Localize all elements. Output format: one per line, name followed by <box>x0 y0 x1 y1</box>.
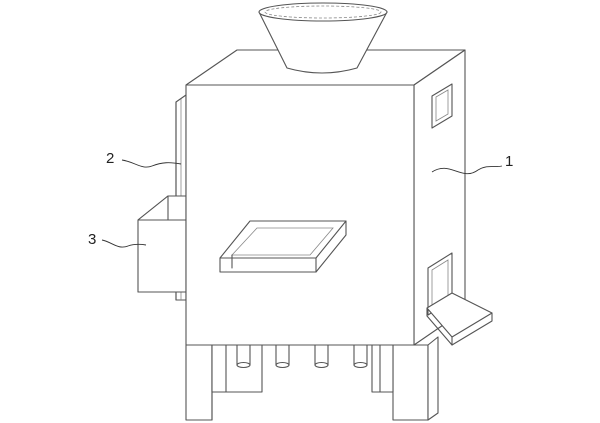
legs <box>185 336 439 421</box>
label-1: 1 <box>431 153 513 175</box>
label-3-text: 3 <box>88 231 96 248</box>
front-tray <box>219 220 347 273</box>
leg-rear-right <box>371 344 394 393</box>
outlet-pipe <box>353 344 368 369</box>
discharge-chute <box>426 252 493 346</box>
side-window <box>431 83 453 129</box>
outlet-pipe <box>236 344 251 369</box>
leader-line-3 <box>101 239 147 248</box>
machine-body <box>185 49 466 346</box>
label-2: 2 <box>106 150 182 168</box>
body-front <box>185 84 415 346</box>
label-1-text: 1 <box>505 153 513 170</box>
outlet-pipes <box>236 344 368 369</box>
leg-front-left <box>185 344 213 421</box>
side-box <box>137 195 187 293</box>
outlet-pipe <box>314 344 329 369</box>
leg-front-right <box>392 336 439 421</box>
leader-line-1 <box>431 165 503 175</box>
outlet-pipe <box>275 344 290 369</box>
label-2-text: 2 <box>106 150 114 167</box>
hopper-funnel <box>258 2 388 74</box>
label-3: 3 <box>88 231 147 248</box>
leader-line-2 <box>121 159 182 168</box>
